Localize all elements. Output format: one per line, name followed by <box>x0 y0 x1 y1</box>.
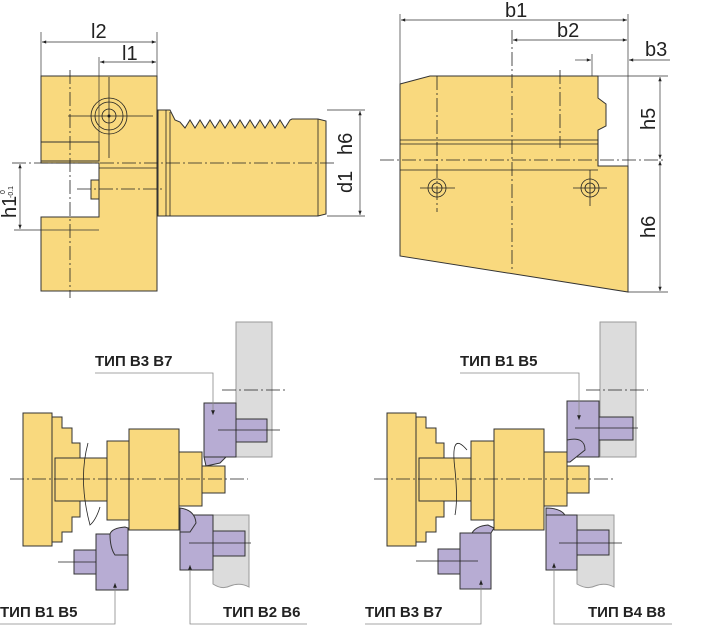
side-view: l2 l1 d1 h6 h1 0 -0.1 <box>0 21 365 298</box>
dim-h1: h1 <box>0 196 21 218</box>
label-type-bottom-right: ТИП B2 B6 <box>223 604 300 621</box>
tool-holder-bottom-right <box>545 514 578 571</box>
dim-h5: h5 <box>638 108 660 130</box>
dim-h6-front: h6 <box>638 216 660 238</box>
workpiece-spindle <box>54 457 108 502</box>
dim-d1: d1 <box>335 171 357 193</box>
lathe-scene-right: ТИП B1 B5 ТИП B3 B7 ТИП B4 B8 <box>365 321 672 625</box>
label-type-bottom-left: ТИП B1 B5 <box>0 604 77 621</box>
dim-h1-tol-lower: -0.1 <box>8 186 15 198</box>
label-type-bottom-right: ТИП B4 B8 <box>588 604 665 621</box>
rotation-arrow-icon <box>453 443 468 516</box>
dim-b2: b2 <box>557 20 579 42</box>
label-type-top: ТИП B1 B5 <box>460 353 537 370</box>
lathe-scene-left: ТИП B3 B7 ТИП B1 B5 ТИП B2 B6 <box>0 321 307 625</box>
pin <box>90 179 100 200</box>
workpiece-spindle <box>418 457 472 502</box>
dim-h6-side: h6 <box>335 133 357 155</box>
chuck-face <box>22 412 53 547</box>
dim-b3: b3 <box>645 39 667 61</box>
workpiece-body <box>128 428 180 531</box>
label-type-top: ТИП B3 B7 <box>95 353 172 370</box>
chuck-face <box>386 412 417 547</box>
dim-l2: l2 <box>91 21 107 43</box>
dim-b1: b1 <box>505 0 527 22</box>
dim-l1: l1 <box>122 43 138 65</box>
workpiece-body <box>493 428 545 531</box>
rotation-arrow-icon <box>83 442 101 526</box>
dim-h1-tol-upper: 0 <box>0 190 7 194</box>
holder-body-front <box>399 75 629 293</box>
front-view: b1 b2 b3 h5 h6 <box>380 0 670 293</box>
label-type-bottom-left: ТИП B3 B7 <box>365 604 442 621</box>
